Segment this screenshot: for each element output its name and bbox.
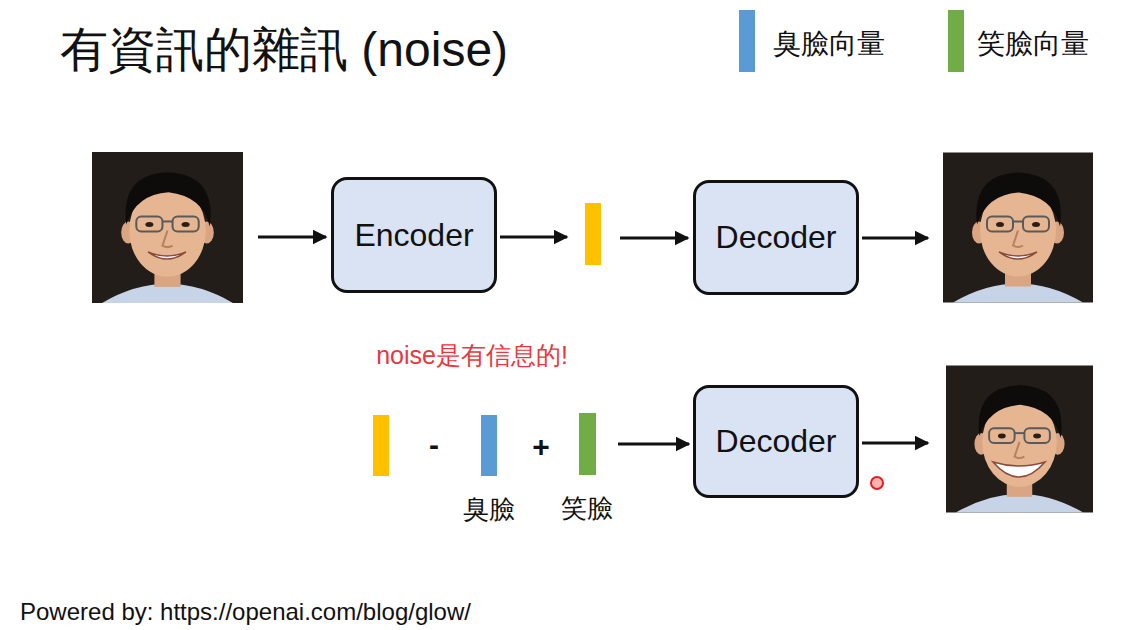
- vector-bar: [579, 413, 596, 475]
- legend-text: 臭臉向量: [773, 25, 885, 63]
- face-photo: [92, 152, 243, 303]
- vector-bar: [481, 415, 497, 476]
- arrow: [862, 442, 928, 445]
- legend-swatch: [739, 10, 755, 72]
- pointer-dot: [871, 477, 883, 489]
- legend-text: 笑臉向量: [977, 25, 1089, 63]
- arrow: [620, 237, 688, 240]
- vector-node: 笑臉: [561, 413, 613, 524]
- source-credit: Powered by: https://openai.com/blog/glow…: [20, 598, 471, 626]
- vector-node: 臭臉: [463, 415, 515, 525]
- vector-label: 臭臉: [463, 494, 515, 525]
- arrow: [500, 236, 567, 239]
- arrow: [258, 236, 326, 239]
- face-photo-smiling: [946, 366, 1093, 513]
- box-label: Decoder: [716, 422, 837, 460]
- legend-swatch: [948, 10, 964, 72]
- operator-sign: +: [532, 430, 550, 464]
- latent-vector: [373, 415, 389, 476]
- face-photo: [943, 153, 1093, 303]
- arrow: [862, 237, 928, 240]
- process-box: Decoder: [693, 180, 859, 295]
- annotation-note: noise是有信息的!: [376, 339, 568, 372]
- vector-label: 笑臉: [561, 493, 613, 524]
- operator-sign: -: [429, 428, 439, 462]
- box-label: Encoder: [354, 216, 473, 254]
- connector-arrow: [618, 443, 689, 446]
- latent-vector: [585, 203, 601, 265]
- process-box: Decoder: [693, 385, 859, 498]
- process-box: Encoder: [331, 177, 497, 293]
- edge-layer: [618, 444, 689, 445]
- box-label: Decoder: [716, 218, 837, 256]
- slide-title: 有資訊的雜訊 (noise): [60, 18, 508, 82]
